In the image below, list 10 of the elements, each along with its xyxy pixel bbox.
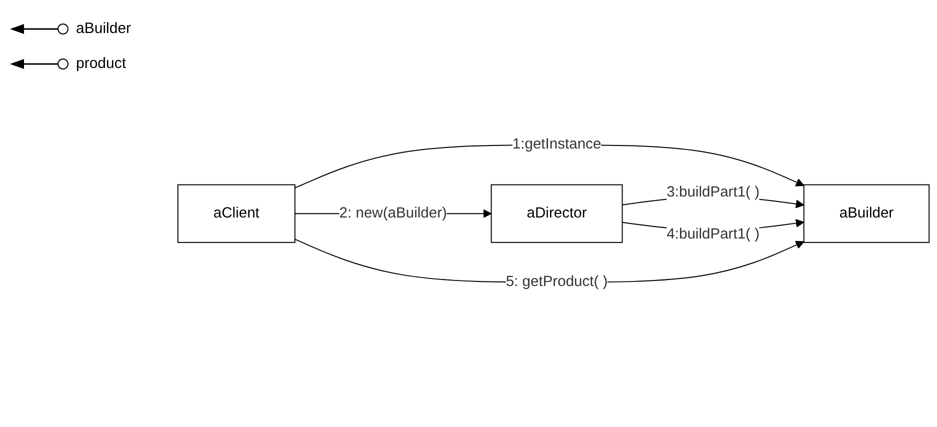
edge-label: 2: new(aBuilder): [339, 204, 447, 222]
edge-label: 3:buildPart1( ): [666, 183, 760, 200]
node-box: aBuilder: [803, 184, 930, 243]
edge-label: 1:getInstance: [512, 136, 602, 153]
return-value-label: product: [76, 55, 126, 72]
return-value-label: aBuilder: [76, 20, 132, 37]
node-box: aClient: [177, 184, 296, 243]
node-box: aDirector: [490, 184, 623, 243]
edge-label: 5: getProduct( ): [506, 273, 608, 290]
edge-label: 4:buildPart1( ): [666, 225, 760, 242]
